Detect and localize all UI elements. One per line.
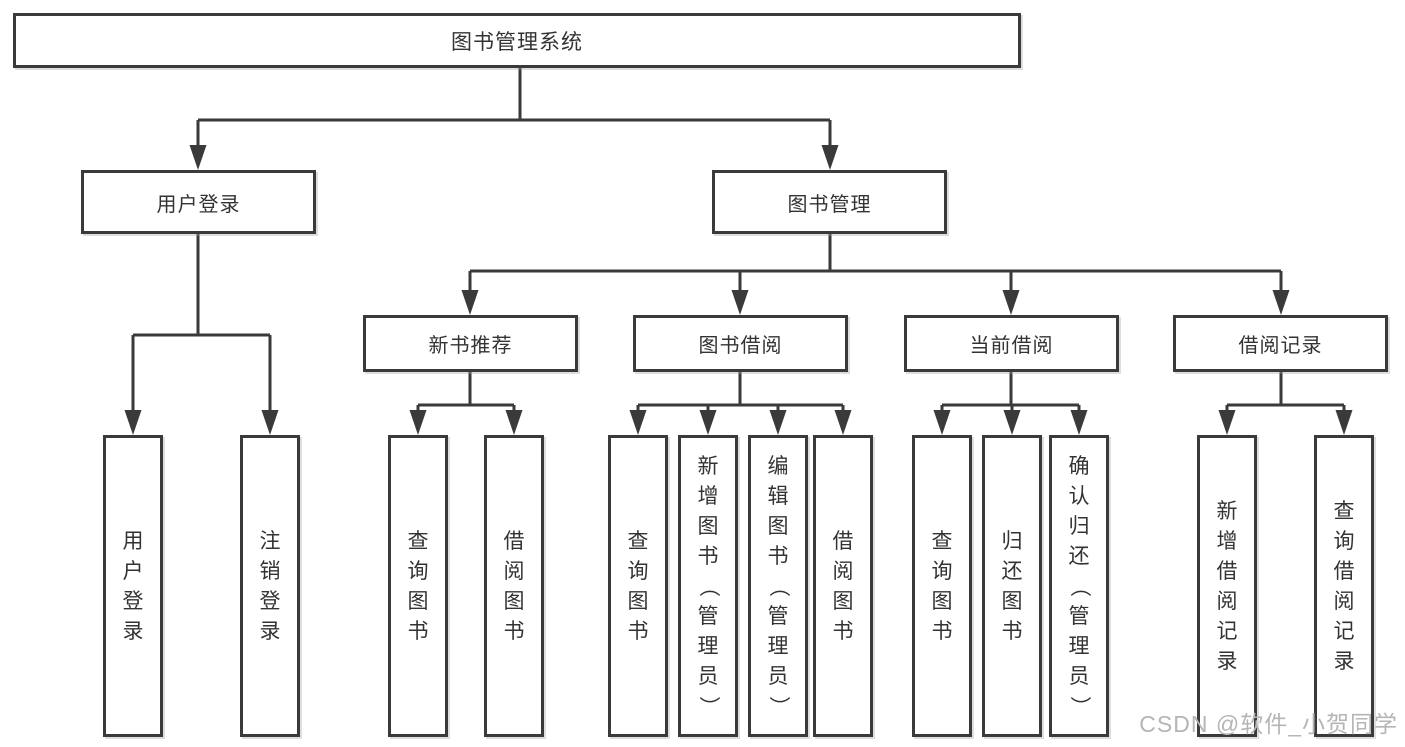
node-library-management-system: 图书管理系统 <box>13 13 1021 68</box>
leaf-add-borrow-record: 新增借阅记录 <box>1197 435 1257 737</box>
csdn-watermark: CSDN @软件_小贺同学 <box>1139 711 1398 737</box>
connector-book-mgmt-to-groups <box>468 233 1283 296</box>
node-current-borrow: 当前借阅 <box>904 315 1119 372</box>
node-user-login: 用户登录 <box>81 170 316 234</box>
node-book-management: 图书管理 <box>712 170 947 234</box>
leaf-logout: 注销登录 <box>240 435 300 737</box>
leaf-confirm-return-admin: 确认归还（管理员） <box>1049 435 1109 737</box>
connector-current-borrow <box>940 372 1081 416</box>
leaf-add-book-admin: 新增图书（管理员） <box>678 435 738 737</box>
leaf-return-book: 归还图书 <box>982 435 1042 737</box>
node-label: 借阅记录 <box>1238 335 1323 357</box>
node-book-borrow: 图书借阅 <box>633 315 848 372</box>
leaf-query-borrow-record: 查询借阅记录 <box>1314 435 1374 737</box>
leaf-query-books-recommend: 查询图书 <box>388 435 448 737</box>
node-label: 图书借阅 <box>698 335 783 357</box>
node-label: 新书推荐 <box>428 335 513 357</box>
arrowheads <box>124 145 1353 435</box>
node-label: 图书管理 <box>787 193 872 216</box>
node-borrow-records: 借阅记录 <box>1173 315 1388 372</box>
connector-new-book-recommend <box>416 372 516 416</box>
node-label: 当前借阅 <box>969 335 1054 357</box>
node-label: 图书管理系统 <box>451 30 583 54</box>
leaf-query-books-current: 查询图书 <box>912 435 972 737</box>
connector-root-to-level2 <box>196 68 832 150</box>
connector-user-login-to-leaves <box>131 233 272 416</box>
connector-borrow-records <box>1225 372 1346 416</box>
connector-book-borrow <box>636 372 845 416</box>
leaf-borrow-books-recommend: 借阅图书 <box>484 435 544 737</box>
leaf-edit-book-admin: 编辑图书（管理员） <box>748 435 808 737</box>
leaf-user-login: 用户登录 <box>103 435 163 737</box>
leaf-borrow-books: 借阅图书 <box>813 435 873 737</box>
node-new-book-recommend: 新书推荐 <box>363 315 578 372</box>
node-label: 用户登录 <box>156 193 241 216</box>
leaf-query-books-borrow: 查询图书 <box>608 435 668 737</box>
